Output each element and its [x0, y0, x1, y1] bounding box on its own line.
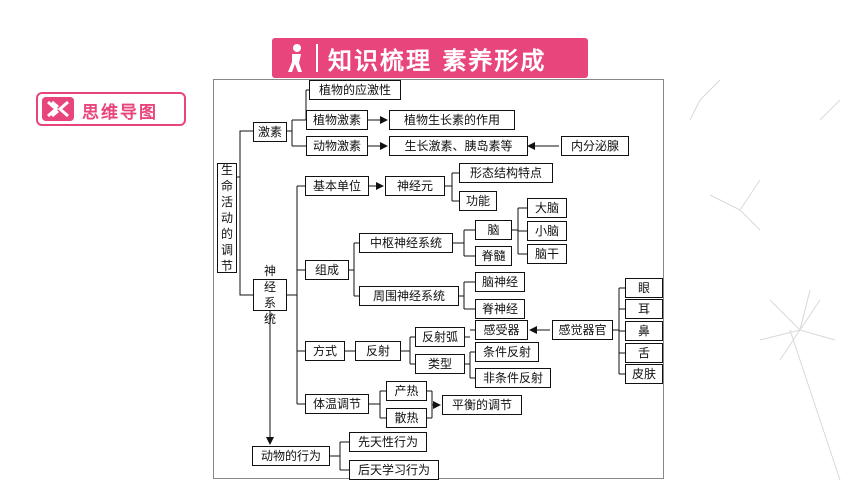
node-zhiwu-yingji: 植物的应激性 — [309, 80, 401, 100]
node-ganjueqiguan: 感觉器官 — [552, 320, 613, 340]
node-xingwei: 动物的行为 — [252, 446, 330, 466]
node-er: 耳 — [625, 299, 663, 319]
mindmap-icon — [42, 97, 74, 121]
node-ganshouqi: 感受器 — [475, 320, 528, 340]
node-zhiwu-jisu: 植物激素 — [306, 110, 368, 130]
node-neifenmi: 内分泌腺 — [561, 136, 629, 156]
banner-divider — [316, 44, 318, 72]
node-pifu: 皮肤 — [625, 364, 663, 384]
node-houtian: 后天学习行为 — [349, 460, 439, 480]
node-zucheng: 组成 — [305, 260, 349, 280]
node-pingheng: 平衡的调节 — [442, 395, 522, 415]
node-sanre: 散热 — [386, 408, 427, 428]
node-tiaojian: 条件反射 — [475, 342, 539, 362]
node-shengzhang: 生长激素、胰岛素等 — [389, 136, 528, 156]
node-yan: 眼 — [625, 278, 663, 298]
mindmap-label-text: 思维导图 — [82, 103, 158, 123]
node-jisui: 脊髓 — [475, 246, 512, 266]
node-xingtai: 形态结构特点 — [459, 163, 553, 183]
node-leixing: 类型 — [415, 354, 465, 374]
node-chanre: 产热 — [386, 381, 427, 401]
node-root: 生命活动的调节 — [217, 163, 237, 273]
node-zhiwu-zuoyong: 植物生长素的作用 — [389, 110, 515, 130]
banner-title: 知识梳理 素养形成 — [328, 47, 547, 75]
node-nao: 脑 — [475, 220, 512, 240]
node-shenjingyuan: 神经元 — [385, 176, 445, 196]
node-jishenjing: 脊神经 — [475, 299, 525, 319]
node-fangshi: 方式 — [305, 341, 345, 361]
reader-icon — [288, 44, 302, 72]
node-naoshenjing: 脑神经 — [475, 272, 525, 292]
node-jisu: 激素 — [253, 122, 287, 142]
node-tiwen: 体温调节 — [305, 394, 369, 414]
node-danao: 大脑 — [527, 198, 567, 218]
node-gongneng: 功能 — [459, 191, 497, 211]
node-jiben: 基本单位 — [305, 176, 369, 196]
node-she: 舌 — [625, 343, 663, 363]
connector-lines — [234, 89, 625, 471]
node-xiaonao: 小脑 — [527, 221, 567, 241]
node-zhongshu: 中枢神经系统 — [359, 233, 453, 253]
node-naogan: 脑干 — [527, 244, 567, 264]
node-dongwu-jisu: 动物激素 — [306, 136, 368, 156]
node-fanshe: 反射 — [355, 341, 401, 361]
node-shenjing: 神经系统 — [253, 264, 287, 326]
mind-map: 生命活动的调节 激素 植物的应激性 植物激素 植物生长素的作用 动物激素 生长激… — [213, 79, 664, 480]
node-zhouwei: 周围神经系统 — [359, 286, 459, 306]
node-xiantian: 先天性行为 — [349, 432, 427, 452]
node-fanshehu: 反射弧 — [415, 327, 465, 347]
node-bi: 鼻 — [625, 321, 663, 341]
node-feitiaojian: 非条件反射 — [475, 368, 551, 388]
section-banner: 知识梳理 素养形成 — [272, 38, 588, 78]
mindmap-label: 思维导图 — [36, 92, 186, 126]
